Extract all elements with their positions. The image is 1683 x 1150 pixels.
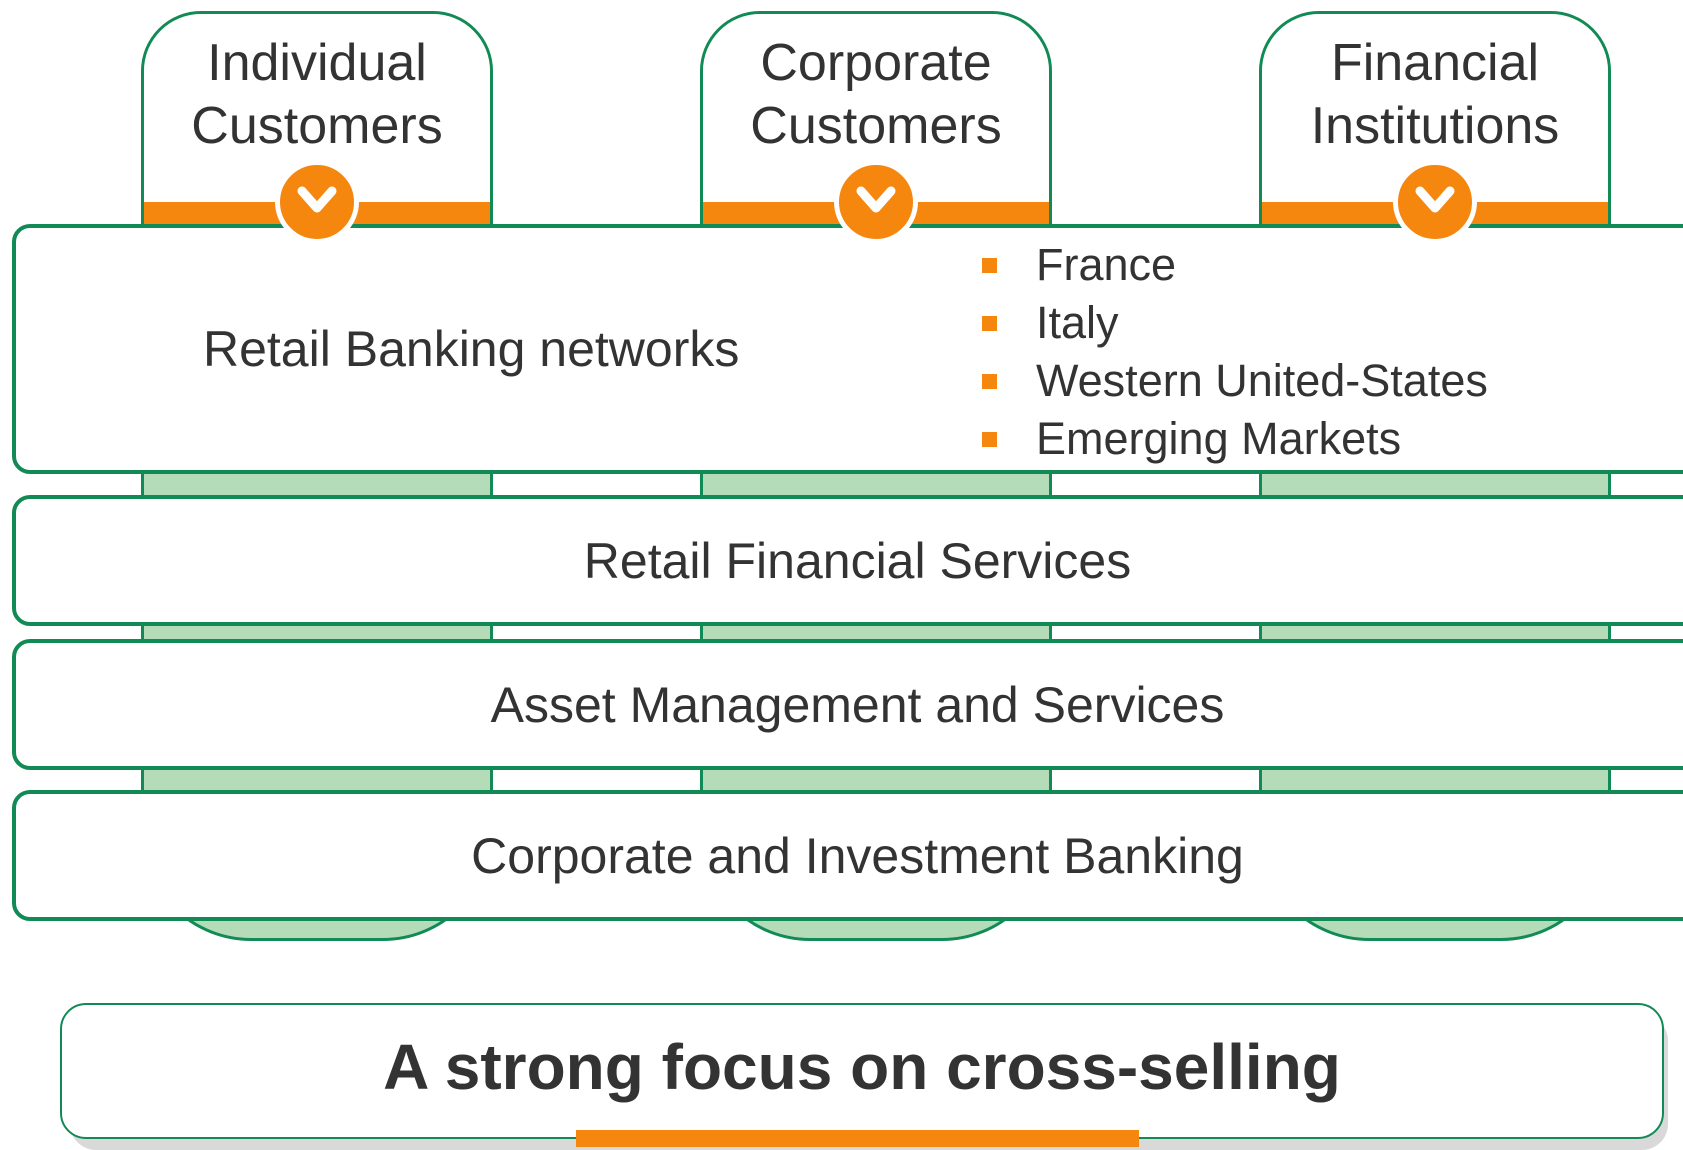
chevron-down-icon [834,160,918,244]
column-title: Corporate Customers [750,34,1002,155]
band-label: Retail Banking networks [203,321,740,377]
band-label: Asset Management and Services [490,676,1225,733]
market-label: France [1036,239,1177,290]
band-asset-management: Asset Management and Services [12,639,1683,770]
column-title: Financial Institutions [1310,34,1560,155]
band-retail-financial-services: Retail Financial Services [12,495,1683,626]
band-corporate-investment-banking: Corporate and Investment Banking [12,790,1683,921]
bullet-icon [982,432,997,447]
bullet-icon [982,316,997,331]
column-title: Individual Customers [191,34,443,155]
chevron-down-icon [275,160,359,244]
list-item: Italy [976,294,1488,352]
focus-underline [576,1130,1139,1147]
market-label: Emerging Markets [1036,413,1402,464]
market-list: France Italy Western United-States Emerg… [976,236,1488,468]
bullet-icon [982,258,997,273]
focus-box: A strong focus on cross-selling [60,1003,1664,1139]
list-item: Emerging Markets [976,410,1488,468]
band-label: Retail Financial Services [583,532,1132,589]
chevron-down-icon [1393,160,1477,244]
market-label: Italy [1036,297,1119,348]
column-header: Corporate Customers [703,14,1049,204]
list-item: France [976,236,1488,294]
band-label: Corporate and Investment Banking [471,827,1244,884]
market-label: Western United-States [1036,355,1488,406]
band-retail-banking-networks: Retail Banking networks France Italy Wes… [12,224,1683,474]
bullet-icon [982,374,997,389]
list-item: Western United-States [976,352,1488,410]
focus-text: A strong focus on cross-selling [383,1031,1341,1103]
